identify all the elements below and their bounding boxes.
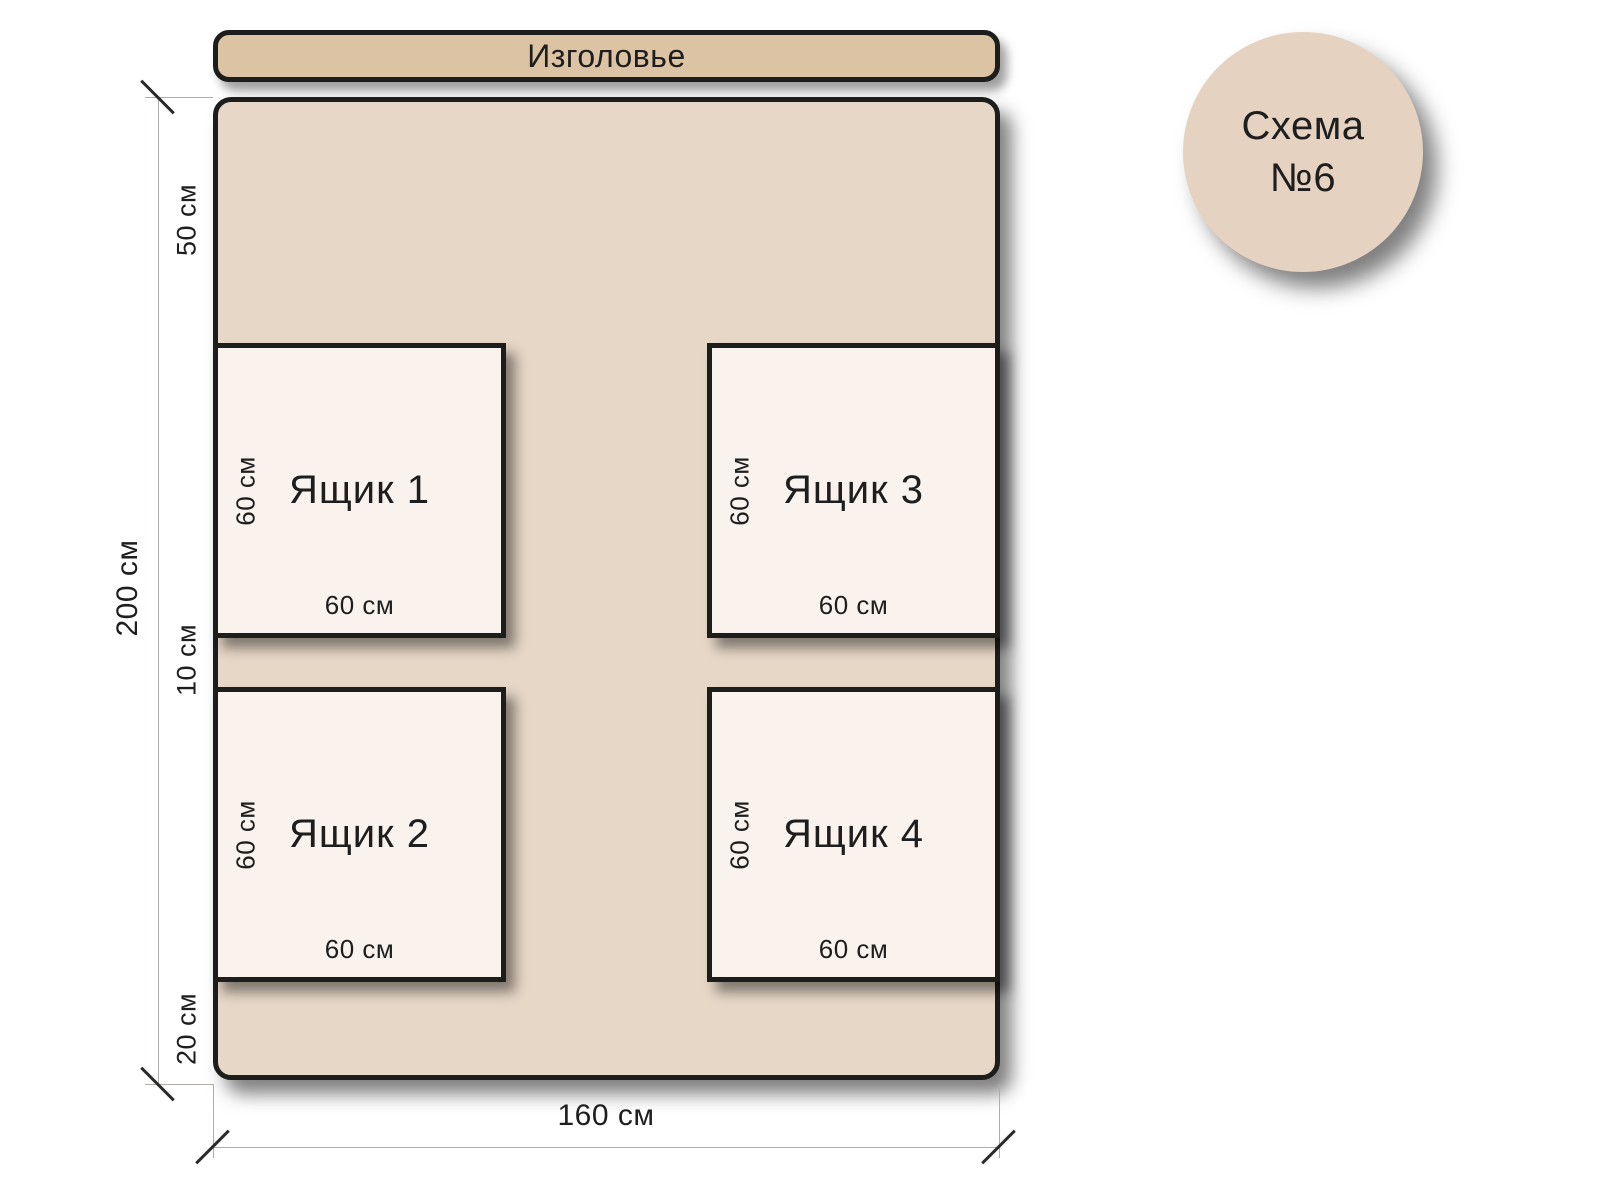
middle-segment-label: 10 см [171, 623, 202, 697]
drawer-1-height-label: 60 см [230, 455, 261, 526]
headboard-label: Изголовье [527, 37, 686, 74]
right-extension-line [999, 1084, 1000, 1158]
drawer-4: 60 см Ящик 4 60 см [707, 687, 1000, 982]
top-segment-label: 50 см [171, 183, 202, 257]
drawer-2-width-label: 60 см [324, 934, 395, 964]
drawer-1: 60 см Ящик 1 60 см [213, 343, 506, 638]
drawer-1-name: Ящик 1 [289, 468, 430, 512]
drawer-3-height-label: 60 см [724, 455, 755, 526]
top-extension-line [145, 97, 213, 98]
drawer-2-height-label: 60 см [230, 799, 261, 870]
drawer-4-height-label: 60 см [724, 799, 755, 870]
vertical-dimension-line [158, 97, 159, 1085]
scheme-number-badge: Схема №6 [1183, 32, 1423, 272]
drawer-4-width-label: 60 см [818, 934, 889, 964]
bottom-segment-label: 20 см [171, 992, 202, 1066]
drawer-3: 60 см Ящик 3 60 см [707, 343, 1000, 638]
drawer-3-name: Ящик 3 [783, 468, 924, 512]
drawer-1-width-label: 60 см [324, 590, 395, 620]
badge-title-line1: Схема [1241, 104, 1365, 148]
bottom-extension-line [145, 1084, 213, 1085]
overall-height-label: 200 см [111, 539, 144, 637]
headboard-panel: Изголовье [213, 30, 1000, 82]
badge-title-line2: №6 [1269, 156, 1337, 200]
horizontal-dimension-line [213, 1147, 1000, 1148]
drawer-2: 60 см Ящик 2 60 см [213, 687, 506, 982]
overall-width-label: 160 см [557, 1099, 655, 1132]
left-extension-line [213, 1084, 214, 1158]
drawer-2-name: Ящик 2 [289, 812, 430, 856]
drawer-4-name: Ящик 4 [783, 812, 924, 856]
drawer-3-width-label: 60 см [818, 590, 889, 620]
